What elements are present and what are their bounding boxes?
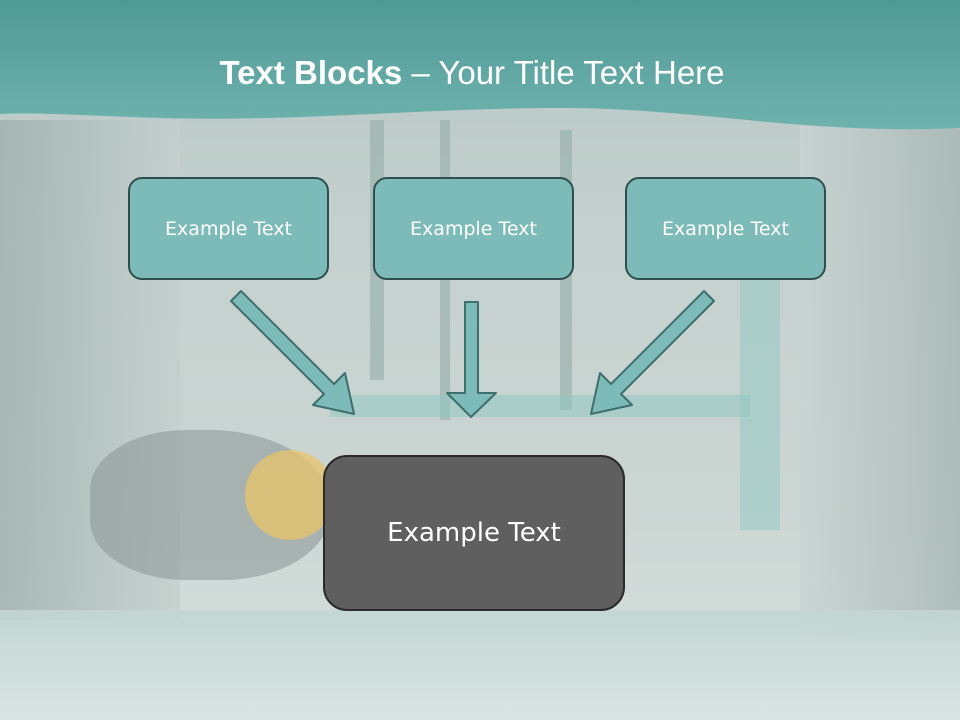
text-block-3[interactable]: Example Text	[625, 177, 826, 280]
title-banner	[0, 0, 960, 130]
target-block[interactable]: Example Text	[323, 455, 625, 611]
title-bold: Text Blocks	[219, 54, 403, 91]
title-rest: – Your Title Text Here	[402, 54, 725, 91]
hard-hat	[245, 450, 335, 540]
target-block-label: Example Text	[387, 518, 561, 548]
text-block-label: Example Text	[662, 217, 789, 240]
text-block-1[interactable]: Example Text	[128, 177, 329, 280]
banner-wave	[0, 0, 960, 130]
cage-frame	[740, 280, 780, 530]
cage-frame	[330, 395, 750, 417]
text-block-label: Example Text	[410, 217, 537, 240]
page-title: Text Blocks – Your Title Text Here	[0, 54, 944, 92]
floor	[0, 610, 960, 720]
text-block-label: Example Text	[165, 217, 292, 240]
shaft-wall-right	[800, 120, 960, 640]
text-block-2[interactable]: Example Text	[373, 177, 574, 280]
